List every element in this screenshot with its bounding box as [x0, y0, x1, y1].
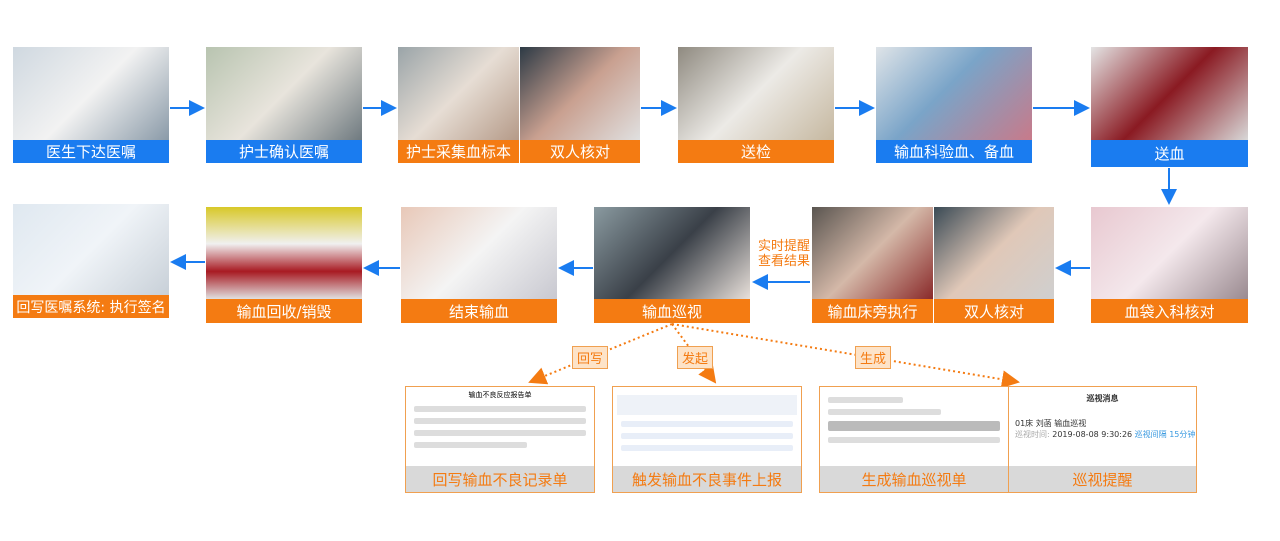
- realtime-note: 实时提醒 查看结果: [756, 239, 812, 269]
- step-bag-check: 血袋入科核对: [1091, 207, 1248, 323]
- tag-writeback: 回写: [572, 346, 609, 369]
- photo: [678, 47, 834, 140]
- step-transfusion-patrol: 输血巡视: [594, 207, 750, 323]
- output-label: 回写输血不良记录单: [406, 466, 594, 492]
- note-line: 查看结果: [757, 254, 810, 269]
- photo: [876, 47, 1032, 140]
- step-blood-bank: 输血科验血、备血: [876, 47, 1032, 163]
- photo: [812, 207, 933, 299]
- photo: [1091, 47, 1248, 140]
- step-label: 输血科验血、备血: [876, 140, 1032, 163]
- patrol-reminder: 巡视消息 01床 刘菡 输血巡视 巡视时间: 2019-08-08 9:30:2…: [1009, 387, 1196, 492]
- step-label: 输血床旁执行: [812, 299, 933, 323]
- photo: [934, 207, 1054, 299]
- reminder-item: 01床 刘菡 输血巡视 巡视时间: 2019-08-08 9:30:26 巡视间…: [1015, 419, 1196, 439]
- adverse-event-report: 触发输血不良事件上报: [612, 386, 802, 493]
- step-doctor-order: 医生下达医嘱: [13, 47, 169, 163]
- step-recycle-destroy: 输血回收/销毁: [206, 207, 362, 323]
- step-nurse-confirm: 护士确认医嘱: [206, 47, 362, 163]
- photo: [13, 47, 169, 140]
- step-send-test: 送检: [678, 47, 834, 163]
- step-label: 医生下达医嘱: [13, 140, 169, 163]
- dotted-arrow-generate: [671, 323, 1020, 389]
- patrol-sheet: 生成输血巡视单: [820, 387, 1008, 492]
- step-label: 输血巡视: [594, 299, 750, 323]
- output-label: 触发输血不良事件上报: [613, 466, 801, 492]
- tag-trigger: 发起: [677, 346, 714, 369]
- adverse-record-form: 输血不良反应报告单 回写输血不良记录单: [405, 386, 595, 493]
- form-title: 输血不良反应报告单: [468, 391, 532, 399]
- step-end-transfusion: 结束输血: [401, 207, 557, 323]
- step-label: 双人核对: [520, 140, 640, 163]
- photo: [206, 47, 362, 140]
- step-send-blood: 送血: [1091, 47, 1248, 167]
- step-bedside-execution: 输血床旁执行 双人核对: [812, 207, 1054, 323]
- photo: [401, 207, 557, 299]
- step-label: 输血回收/销毁: [206, 299, 362, 323]
- step-label: 送检: [678, 140, 834, 163]
- tag-generate: 生成: [855, 346, 892, 369]
- step-label: 双人核对: [934, 299, 1054, 323]
- patrol-outputs: 生成输血巡视单 巡视消息 01床 刘菡 输血巡视 巡视时间: 2019-08-0…: [819, 386, 1197, 493]
- step-label: 护士确认医嘱: [206, 140, 362, 163]
- photo: [206, 207, 362, 299]
- photo: [1091, 207, 1248, 299]
- step-label: 送血: [1091, 140, 1248, 167]
- photo: [13, 204, 169, 295]
- step-label: 回写医嘱系统: 执行签名: [13, 295, 169, 318]
- step-writeback-sign: 回写医嘱系统: 执行签名: [13, 204, 169, 318]
- step-label: 护士采集血标本: [398, 140, 519, 163]
- photo: [594, 207, 750, 299]
- step-label: 血袋入科核对: [1091, 299, 1248, 323]
- output-label: 生成输血巡视单: [820, 466, 1008, 492]
- output-label: 巡视提醒: [1009, 466, 1196, 492]
- photo: [398, 47, 519, 140]
- screen-title: 巡视消息: [1086, 394, 1119, 403]
- step-sample-collection: 护士采集血标本 双人核对: [398, 47, 640, 163]
- photo: [520, 47, 640, 140]
- note-line: 实时提醒: [757, 239, 810, 254]
- step-label: 结束输血: [401, 299, 557, 323]
